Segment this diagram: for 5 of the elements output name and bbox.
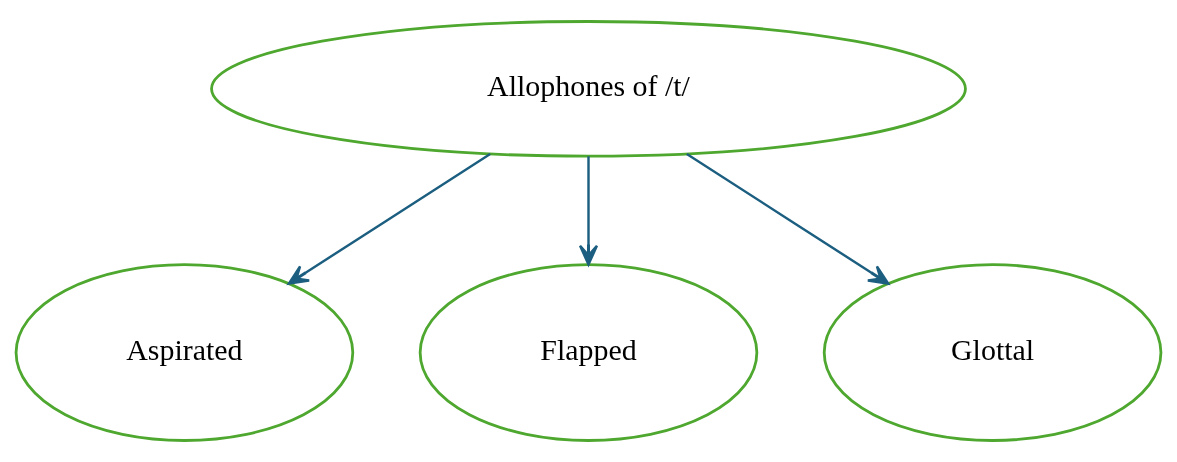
node-ellipse: Flapped bbox=[418, 263, 759, 442]
node-ellipse: Allophones of /t/ bbox=[210, 20, 967, 158]
arrow bbox=[686, 152, 890, 285]
arrow bbox=[287, 152, 491, 285]
arrow bbox=[578, 156, 599, 266]
